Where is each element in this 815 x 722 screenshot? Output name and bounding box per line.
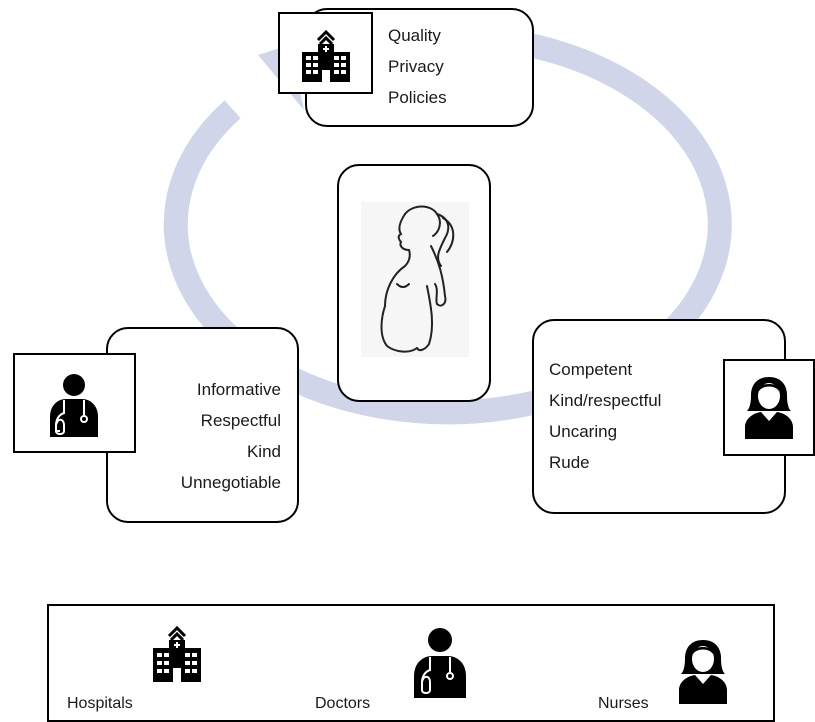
nurse-criterion: Kind/respectful bbox=[549, 391, 662, 410]
legend-box: Hospitals Doctors Nurses bbox=[47, 604, 775, 722]
nurse-icon-box bbox=[723, 359, 815, 456]
doctor-criterion: Kind bbox=[246, 442, 281, 461]
doctor-criterion: Respectful bbox=[200, 411, 281, 430]
hospital-criterion: Quality bbox=[388, 26, 441, 45]
pregnant-woman-icon bbox=[361, 202, 469, 357]
legend-label-doctors: Doctors bbox=[315, 695, 371, 712]
nurse-icon bbox=[679, 640, 727, 704]
nurse-criterion: Rude bbox=[549, 453, 590, 472]
doctor-criterion: Unnegotiable bbox=[180, 473, 281, 492]
hospital-icon bbox=[302, 29, 350, 82]
doctor-icon bbox=[414, 628, 466, 698]
doctor-criteria-box: Informative Respectful Kind Unnegotiable bbox=[106, 327, 299, 523]
doctor-icon bbox=[50, 374, 98, 437]
hospital-criterion: Privacy bbox=[388, 57, 444, 76]
nurse-icon bbox=[745, 377, 793, 439]
nurse-criterion: Uncaring bbox=[549, 422, 618, 441]
doctor-criteria-list: Informative Respectful Kind Unnegotiable bbox=[181, 374, 281, 498]
hospital-icon bbox=[153, 625, 201, 682]
nurse-criterion: Competent bbox=[549, 360, 633, 379]
nurse-criteria-list: Competent Kind/respectful Uncaring Rude bbox=[549, 354, 661, 478]
center-box bbox=[337, 164, 491, 402]
doctor-criterion: Informative bbox=[196, 380, 281, 399]
doctor-icon-box bbox=[13, 353, 136, 453]
hospital-icon-box bbox=[278, 12, 373, 94]
legend-label-hospitals: Hospitals bbox=[67, 695, 133, 712]
hospital-criteria-list: Quality Privacy Policies bbox=[388, 20, 447, 113]
hospital-criterion: Policies bbox=[388, 88, 447, 107]
legend-label-nurses: Nurses bbox=[598, 695, 649, 712]
